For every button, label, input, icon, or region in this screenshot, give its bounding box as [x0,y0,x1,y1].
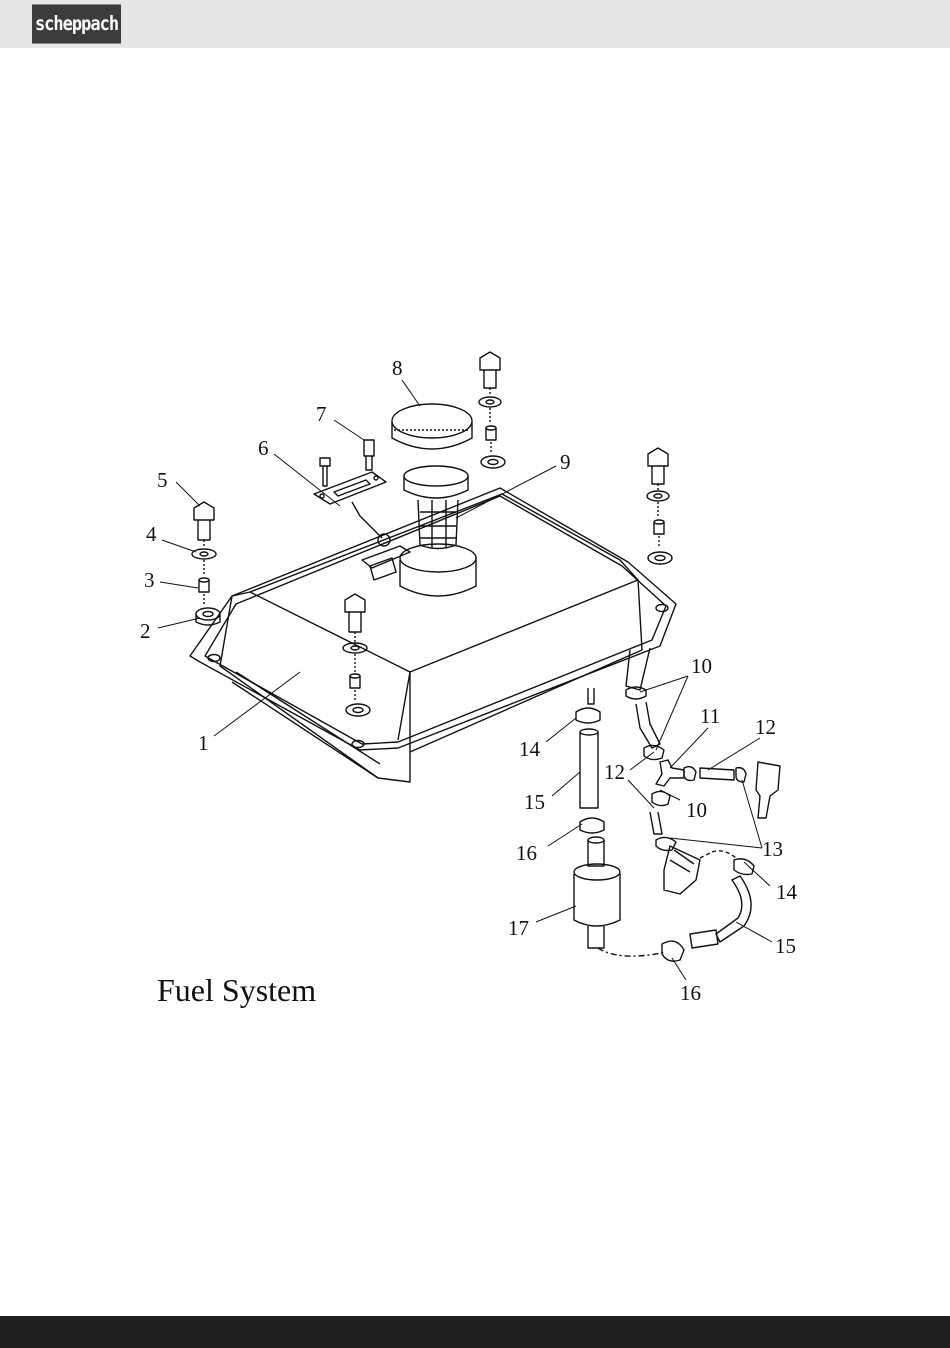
callout-12a: 12 [755,715,776,739]
tee-fitting [656,760,684,786]
page-footer [0,1316,950,1348]
callout-14b: 14 [776,880,798,904]
callout-8: 8 [392,356,403,380]
callout-10a: 10 [691,654,712,678]
hose-15-right [716,876,751,942]
screw-7 [364,440,374,470]
callout-16a: 16 [516,841,537,865]
callout-12b: 12 [604,760,625,784]
callout-4: 4 [146,522,157,546]
bolt-stack-top [479,352,505,468]
callout-15a: 15 [524,790,545,814]
callout-6: 6 [258,436,269,460]
callout-2: 2 [140,619,151,643]
callout-10b: 10 [686,798,707,822]
callout-13: 13 [762,837,783,861]
callout-17: 17 [508,916,529,940]
carb-fitting [664,846,700,894]
callout-3: 3 [144,568,155,592]
callout-15b: 15 [775,934,796,958]
callout-16b: 16 [680,981,701,1005]
bolt-stack-left [192,502,220,625]
diagram-caption: Fuel System [157,972,316,1009]
tank-flange [190,488,676,750]
callout-1: 1 [198,731,209,755]
callout-5: 5 [157,468,168,492]
callout-9: 9 [560,450,571,474]
fuel-valve [756,762,780,818]
bolt-stack-right [647,448,672,564]
fuel-filter [574,874,620,926]
callout-11: 11 [700,704,720,728]
callout-7: 7 [316,402,327,426]
callout-14a: 14 [519,737,541,761]
